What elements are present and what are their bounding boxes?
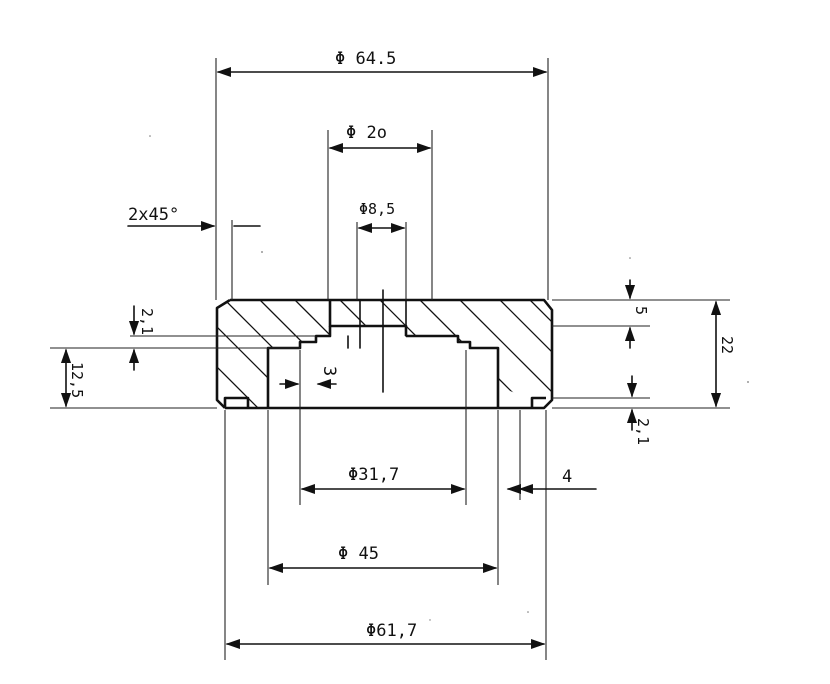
label-hole-diameter: Φ8,5: [359, 200, 395, 218]
label-base-diameter: Φ61,7: [366, 621, 417, 641]
part-section: [215, 289, 554, 410]
label-total-height: 22: [718, 336, 736, 354]
label-step: 3: [319, 366, 339, 376]
label-bottom-gap: 2,1: [634, 418, 652, 445]
label-chamfer: 2x45°: [128, 205, 179, 225]
label-height-left: 12,5: [68, 362, 86, 398]
label-wall-thickness: 4: [562, 467, 572, 487]
extension-lines: [50, 58, 730, 660]
feet: [223, 396, 546, 408]
label-recess-diameter: Φ31,7: [348, 465, 399, 485]
bore-outline: [328, 300, 408, 336]
label-top-thickness: 5: [632, 306, 650, 315]
scan-noise: [149, 135, 749, 621]
dimension-lines: [60, 66, 722, 650]
label-bore-diameter: Φ 2o: [346, 123, 387, 143]
section-hatching: [217, 300, 552, 408]
dimension-labels: Φ 64.5 Φ 2o Φ8,5 2x45° 2,1 12,5 3 5 22 2…: [68, 49, 736, 641]
label-top-depth: 2,1: [138, 308, 156, 335]
hole-outline: [347, 299, 407, 349]
label-outer-diameter: Φ 64.5: [335, 49, 396, 69]
label-inner-diameter: Φ 45: [338, 544, 379, 564]
outer-contour: [215, 298, 554, 410]
